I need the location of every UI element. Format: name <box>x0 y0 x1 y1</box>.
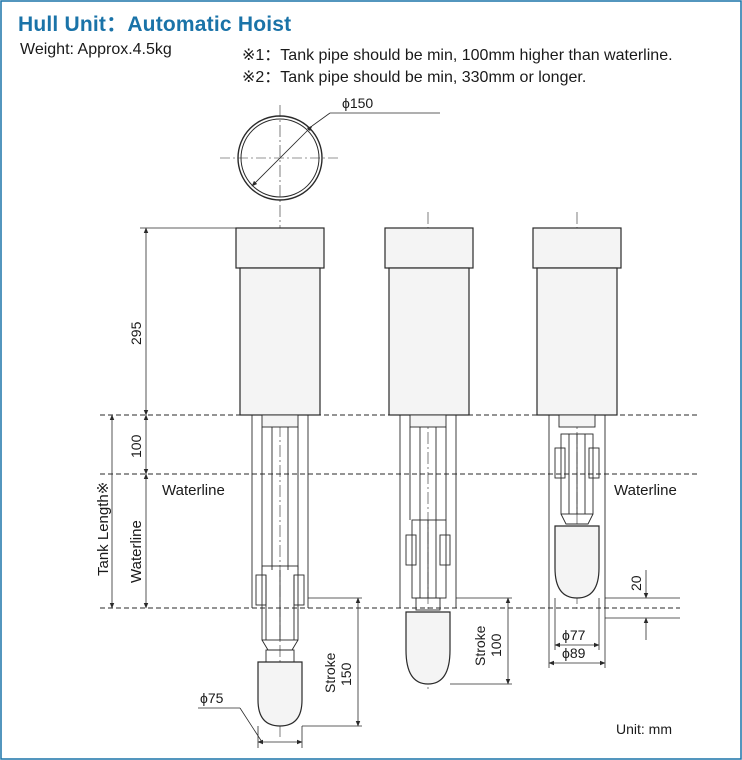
dim-20: 20 <box>628 575 644 591</box>
dimension-lines <box>109 227 680 748</box>
unit-right <box>532 227 622 608</box>
dim-phi75: ϕ75 <box>200 690 224 706</box>
dim-100: 100 <box>128 434 144 458</box>
dim-295: 295 <box>128 321 144 345</box>
top-view-circle <box>220 112 440 201</box>
dim-phi89: ϕ89 <box>562 645 586 661</box>
waterline-left-label: Waterline <box>162 482 225 499</box>
page-title: Hull Unit：Automatic Hoist <box>18 13 292 36</box>
dim-phi150: ϕ150 <box>342 95 374 111</box>
dim-stroke100-value: 100 <box>488 633 504 657</box>
waterline-right-label: Waterline <box>614 482 677 499</box>
dim-tank-length: Tank Length※ <box>95 481 112 576</box>
dim-waterline-vertical: Waterline <box>128 520 145 583</box>
note-2: ※2：Tank pipe should be min, 330mm or lon… <box>242 69 587 86</box>
unit-left <box>235 227 325 727</box>
dim-stroke150-label: Stroke <box>322 652 338 693</box>
dim-phi77: ϕ77 <box>562 627 586 643</box>
dim-stroke150-value: 150 <box>338 662 354 686</box>
note-1: ※1：Tank pipe should be min, 100mm higher… <box>242 47 673 64</box>
unit-label: Unit: mm <box>616 721 672 737</box>
dim-stroke100-label: Stroke <box>472 625 488 666</box>
unit-middle <box>384 227 474 685</box>
weight-label: Weight: Approx.4.5kg <box>20 41 172 58</box>
